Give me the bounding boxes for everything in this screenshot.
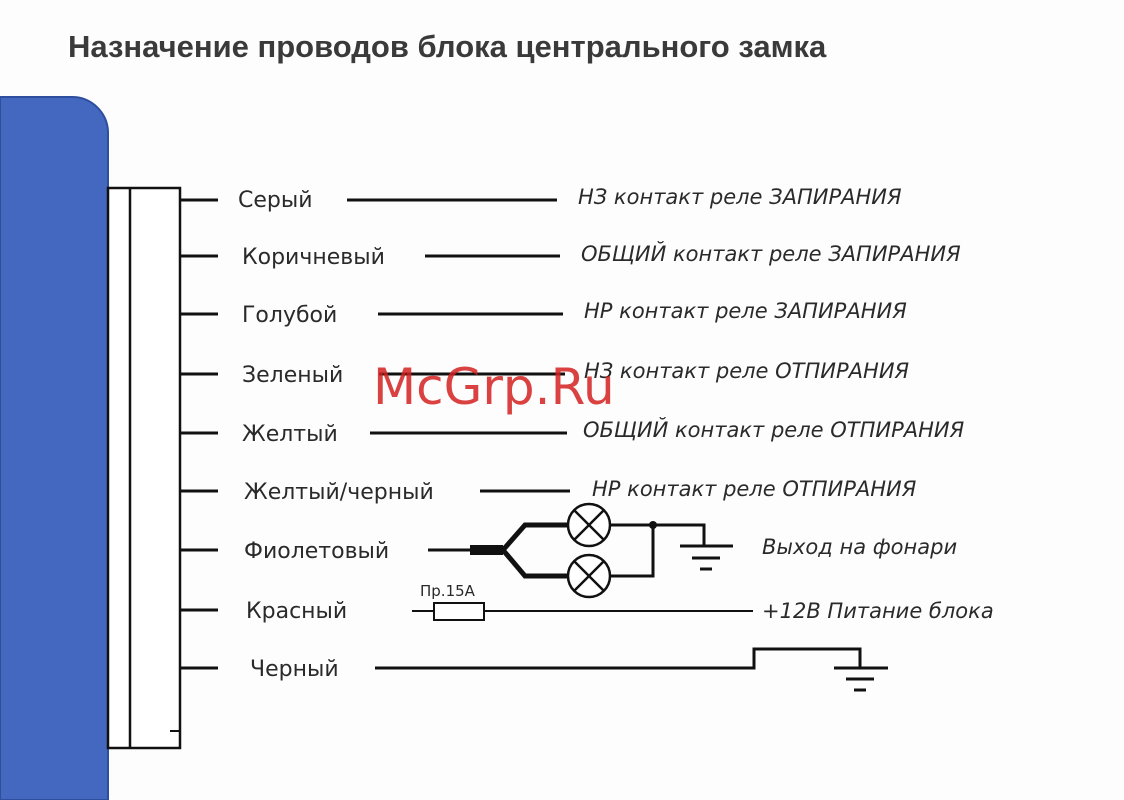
wire-label-yellow: Желтый — [242, 422, 338, 447]
fuse-label: Пр.15А — [420, 582, 476, 600]
wire-function-yellow-black: НР контакт реле ОТПИРАНИЯ — [592, 477, 917, 501]
connector — [106, 186, 182, 750]
pin-stubs — [180, 198, 218, 670]
wire-label-blue: Голубой — [242, 303, 337, 328]
wire-label-brown: Коричневый — [242, 245, 385, 270]
wire-label-gray: Серый — [238, 188, 313, 213]
wire-label-yellow-black: Желтый/черный — [244, 480, 434, 505]
wire-function-violet: Выход на фонари — [762, 535, 957, 559]
wire-function-yellow: ОБЩИЙ контакт реле ОТПИРАНИЯ — [583, 417, 965, 442]
lamp-circuit — [428, 502, 733, 599]
wire-label-black: Черный — [250, 657, 339, 682]
wire-function-gray: НЗ контакт реле ЗАПИРАНИЯ — [578, 185, 902, 209]
fuse-circuit: Пр.15А — [412, 582, 753, 621]
wire-label-red: Красный — [246, 599, 347, 624]
wire-label-violet: Фиолетовый — [244, 539, 389, 564]
lamp-icon — [566, 553, 612, 599]
fuse-icon — [433, 602, 485, 621]
control-unit-block — [0, 96, 109, 800]
wire-function-green: НЗ контакт реле ОТПИРАНИЯ — [584, 359, 910, 383]
ground-icon — [680, 544, 733, 571]
ground-circuit — [375, 647, 888, 692]
ground-icon — [834, 666, 888, 692]
lamp-icon — [566, 502, 612, 548]
wire-function-red: +12В Питание блока — [762, 599, 994, 623]
page-title: Назначение проводов блока центрального з… — [68, 29, 827, 64]
wire-lines — [347, 198, 570, 493]
wire-label-green: Зеленый — [242, 363, 343, 388]
wire-function-blue: НР контакт реле ЗАПИРАНИЯ — [584, 299, 907, 323]
watermark: McGrp.Ru — [373, 358, 615, 416]
wire-function-brown: ОБЩИЙ контакт реле ЗАПИРАНИЯ — [581, 241, 961, 266]
